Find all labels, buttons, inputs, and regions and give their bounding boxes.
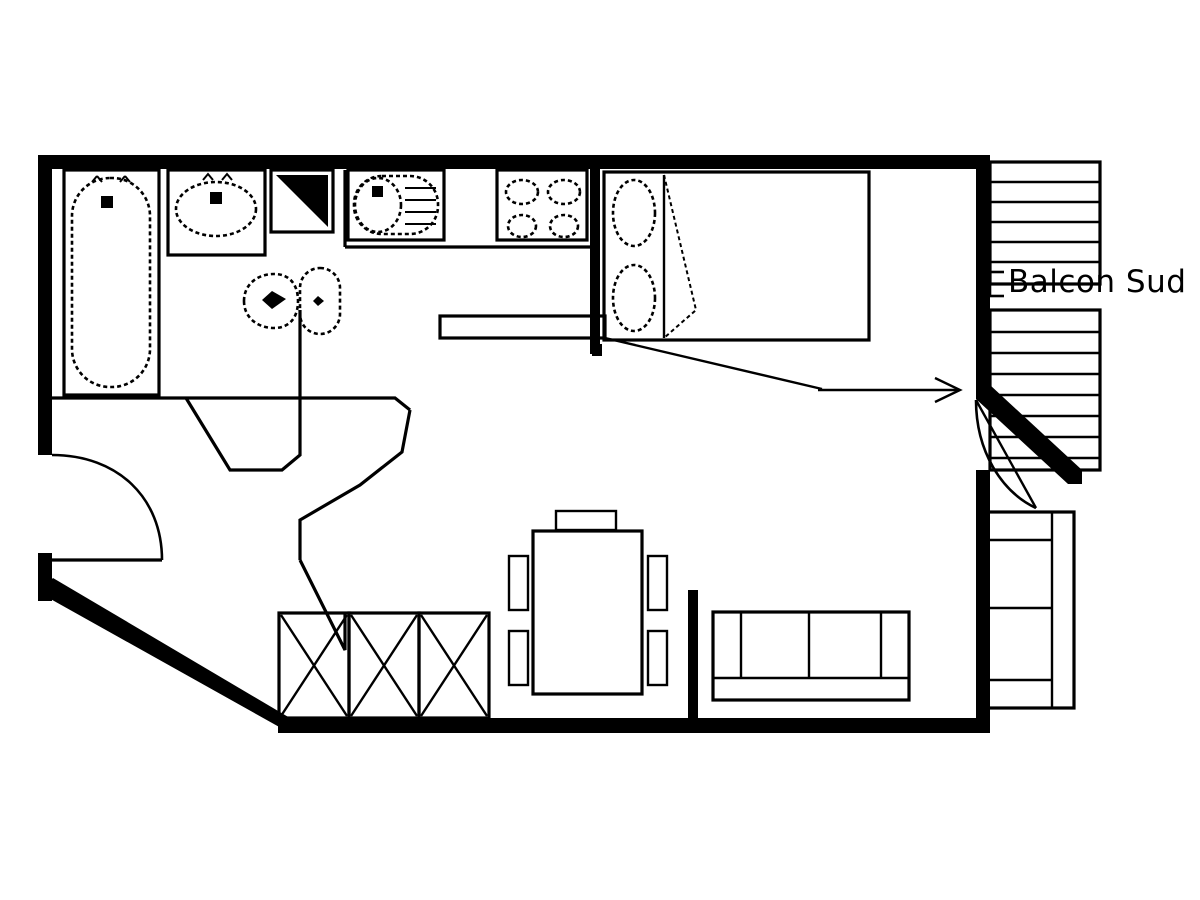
- closet-unit: [417, 611, 491, 720]
- pillow: [611, 178, 657, 248]
- bathtub: [62, 168, 161, 397]
- closet-unit: [277, 611, 351, 720]
- door-swings: [51, 399, 1038, 562]
- balcony-diagonal-wall: [976, 385, 1082, 484]
- chair: [646, 554, 669, 612]
- entry-door: [51, 453, 164, 562]
- chair: [507, 629, 530, 687]
- toilet: [298, 266, 342, 336]
- sofa-two-seat-bottom: [711, 610, 911, 702]
- kitchen-fixtures: [343, 168, 607, 340]
- pillow: [611, 263, 657, 333]
- closet-units: [277, 611, 491, 720]
- direction-arrow: [604, 336, 963, 404]
- interior-partition: [184, 396, 412, 651]
- cooktop-4-burner: [495, 168, 589, 242]
- outer-walls: [38, 155, 990, 733]
- chair: [554, 509, 618, 532]
- kitchen-counter: [438, 314, 607, 340]
- balcony-label: Balcon Sud: [1008, 264, 1187, 300]
- bathroom-fixtures: [52, 168, 342, 400]
- kitchen-sink: [346, 168, 446, 242]
- sofa-two-seat-right: [984, 510, 1076, 710]
- shower-unit: [269, 168, 335, 234]
- chair: [646, 629, 669, 687]
- bidet: [242, 272, 300, 330]
- bed-area: [590, 168, 871, 356]
- dining-set: [507, 509, 669, 696]
- kitchen-counter-run: [343, 170, 596, 249]
- chair: [507, 554, 530, 612]
- closet-unit: [347, 611, 421, 720]
- dining-table: [531, 529, 644, 696]
- balcony-door: [974, 399, 1038, 510]
- living-partition-stub: [688, 590, 698, 720]
- wash-basin: [166, 168, 267, 257]
